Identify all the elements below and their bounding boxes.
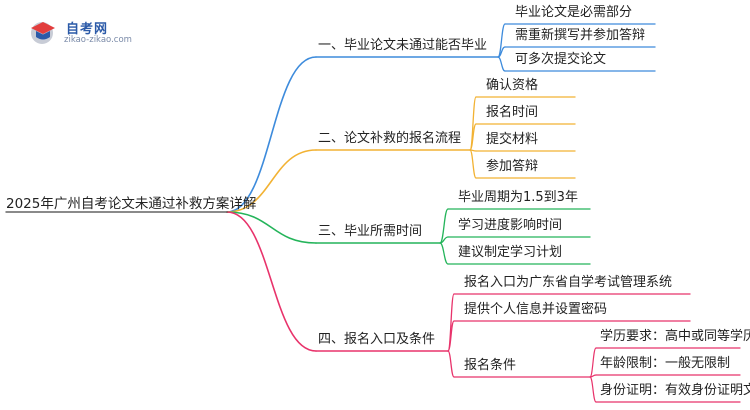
branch-2-child-4-connector [469,149,477,179]
branch-2-connector [226,149,317,213]
branch-2-child-1-connector [469,96,477,151]
branch-1-connector [226,56,317,213]
condition-3-label: 身份证明：有效身份证明文件 [600,383,750,398]
branch-1-child-3-connector [497,56,506,72]
branch-4-child-2-connector [447,320,455,352]
branch-1-label: 一、毕业论文未通过能否毕业 [318,38,488,53]
branch-4-connector [226,211,317,352]
branch-4-child-1-label: 报名入口为广东省自学考试管理系统 [464,275,673,290]
branch-3-child-3-connector [439,242,449,265]
condition-1-label: 学历要求：高中或同等学历 [600,329,750,344]
branch-3-child-1-label: 毕业周期为1.5到3年 [458,190,578,205]
branch-4-child-3-connector [447,350,455,378]
branch-3-child-3-label: 建议制定学习计划 [458,245,563,260]
branch-3-label: 三、毕业所需时间 [318,224,423,239]
branch-3-connector [226,211,317,244]
branch-2-label: 二、论文补救的报名流程 [318,131,462,146]
logo-subtitle: zikao-zikao.com [64,35,132,45]
branch-1-child-3-label: 可多次提交论文 [515,52,607,67]
branch-3-child-1-connector [439,208,449,244]
logo-title: 自考网 [66,22,109,37]
branch-2-child-4-label: 参加答辩 [486,159,539,174]
branch-2-child-3-label: 提交材料 [486,132,539,147]
branch-4-label: 四、报名入口及条件 [318,332,436,347]
branch-2-child-1-label: 确认资格 [486,78,539,93]
condition-3-connector [589,376,597,403]
site-logo[interactable]: 自考网 zikao-zikao.com [28,16,148,50]
branch-3-child-2-label: 学习进度影响时间 [458,218,563,233]
branch-1-child-1-label: 毕业论文是必需部分 [515,5,633,20]
branch-4-child-3-label: 报名条件 [464,358,517,373]
branch-2-child-2-label: 报名时间 [486,105,539,120]
root-node-label: 2025年广州自考论文未通过补救方案详解 [6,196,257,212]
branch-2-child-2-connector [469,123,477,151]
graduation-cap-logo-icon [31,22,55,44]
condition-2-label: 年龄限制：一般无限制 [600,356,731,371]
branch-4-child-2-label: 提供个人信息并设置密码 [464,302,608,317]
condition-1-connector [589,347,597,378]
branch-1-child-2-label: 需重新撰写并参加答辩 [515,28,646,43]
